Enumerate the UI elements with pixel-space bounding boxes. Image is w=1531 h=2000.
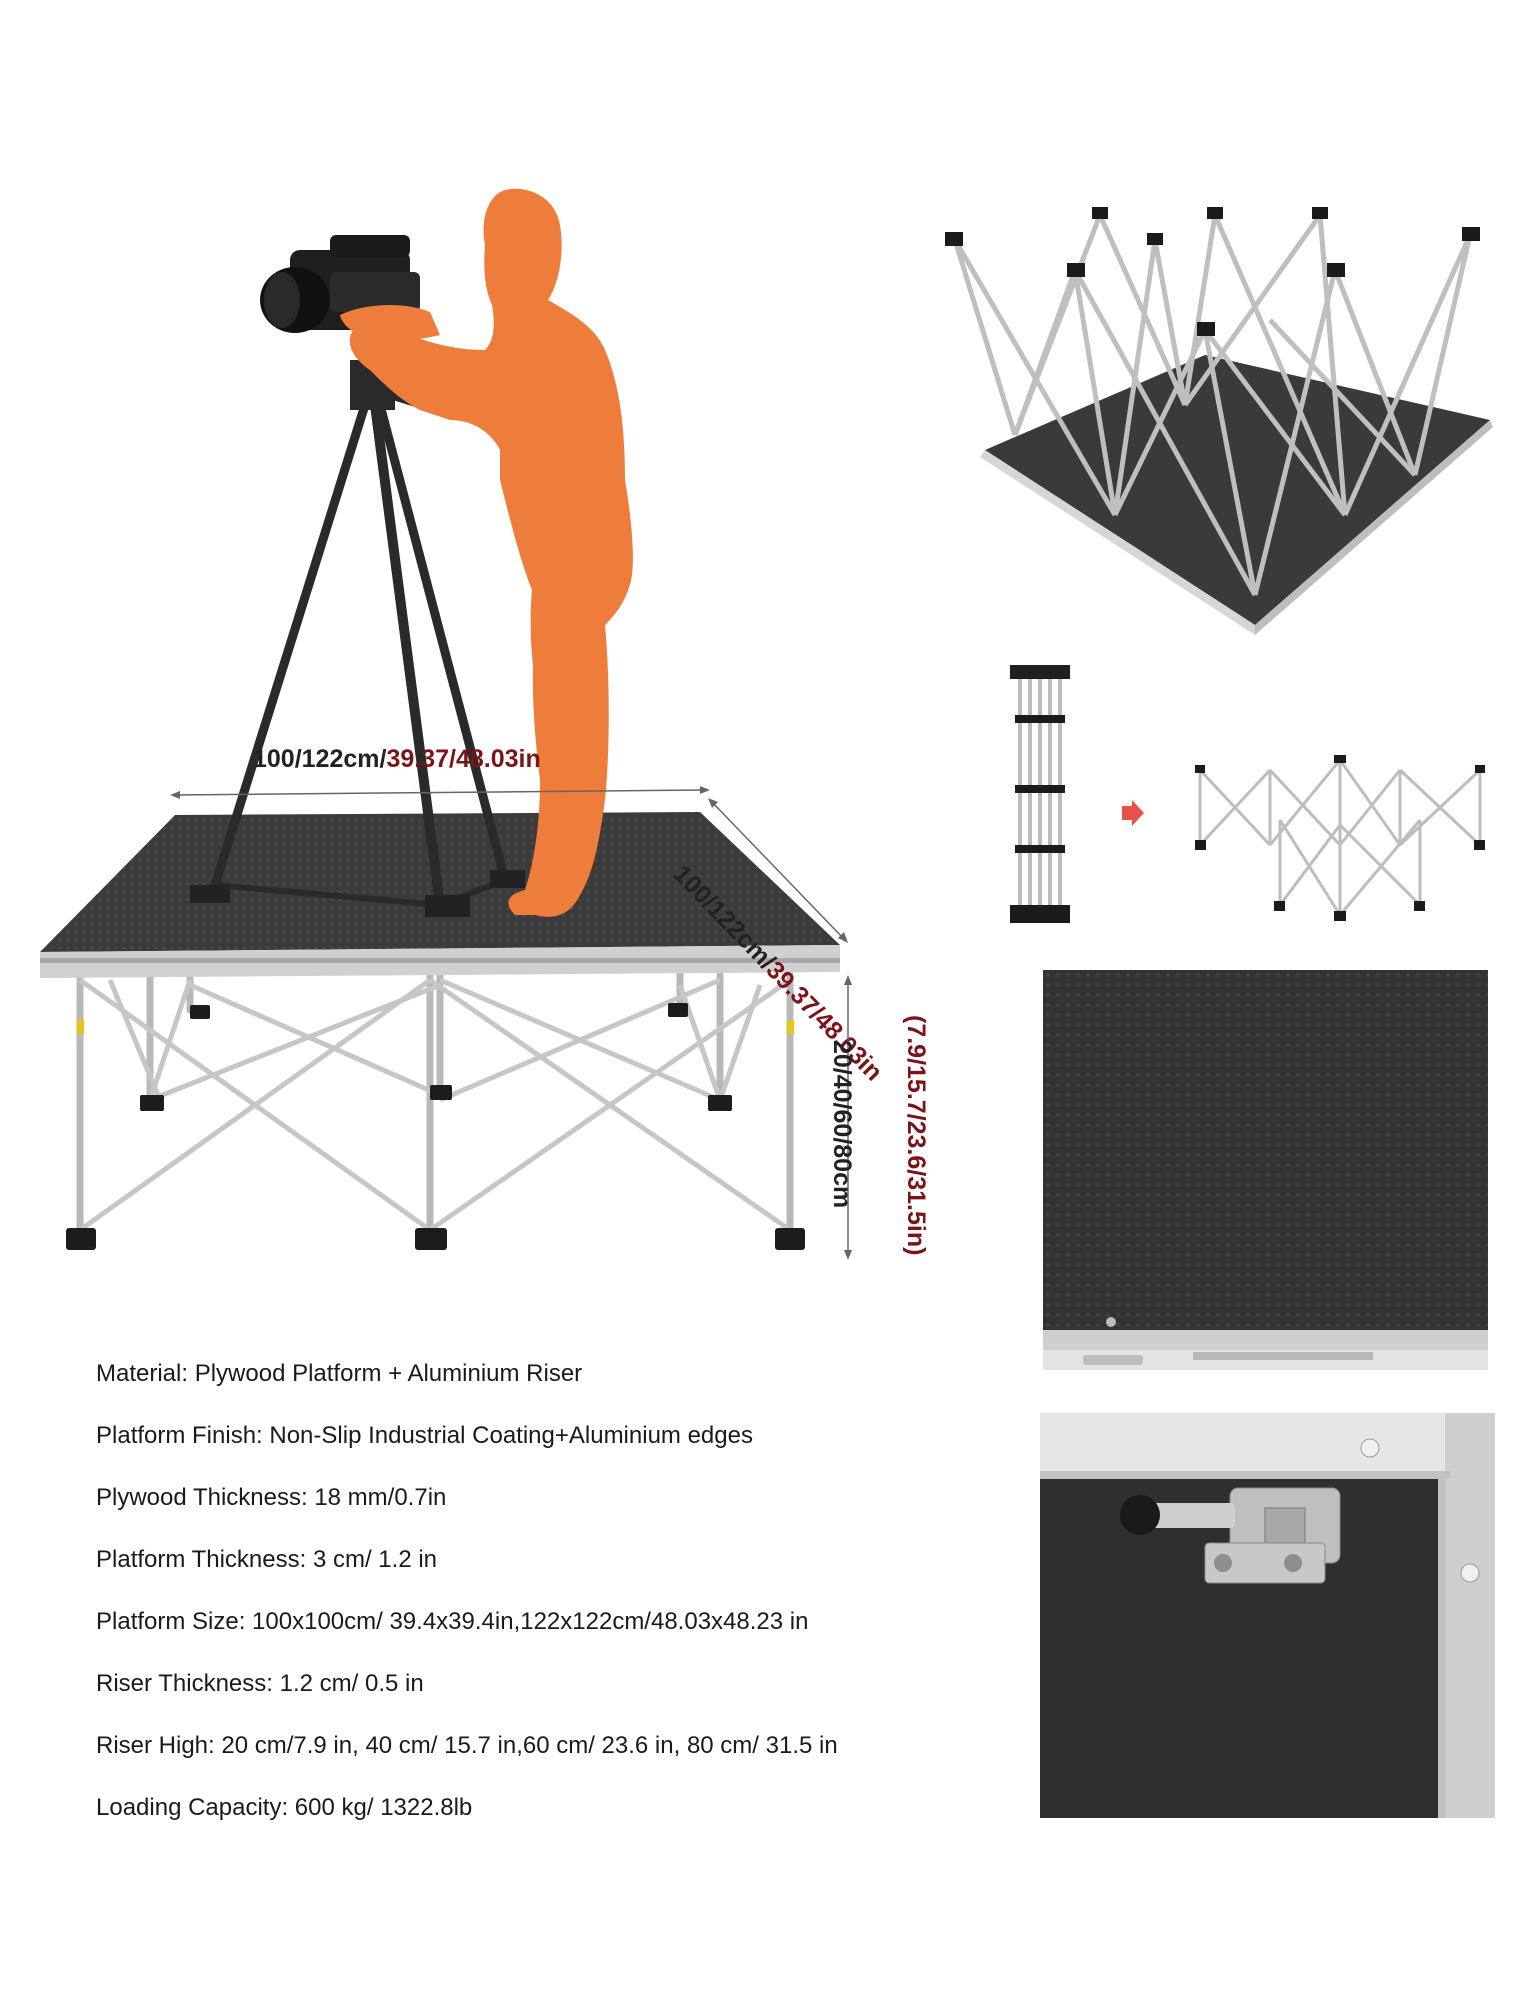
width-dimension-arrow	[170, 786, 710, 799]
spec-riser-high: Riser High: 20 cm/7.9 in, 40 cm/ 15.7 in…	[96, 1732, 838, 1759]
height-dimension-metric-label: 20/40/60/80cm	[828, 1040, 856, 1209]
width-dimension-label: 100/122cm/39.37/48.03in	[253, 745, 541, 774]
inverted-stage-photo	[935, 195, 1495, 645]
spec-platform-size: Platform Size: 100x100cm/ 39.4x39.4in,12…	[96, 1608, 809, 1635]
height-dimension-imperial-label: (7.9/15.7/23.6/31.5in)	[902, 1015, 930, 1256]
spec-riser-thickness: Riser Thickness: 1.2 cm/ 0.5 in	[96, 1670, 424, 1697]
corner-lock-image	[1040, 1413, 1495, 1818]
platform-surface-closeup	[1043, 970, 1488, 1375]
spec-platform-thickness: Platform Thickness: 3 cm/ 1.2 in	[96, 1546, 438, 1573]
folded-riser-photo	[1010, 665, 1070, 923]
expanded-riser-photo	[1195, 755, 1485, 921]
width-imperial: 39.37/48.03in	[386, 745, 541, 773]
width-metric: 100/122cm/	[253, 745, 387, 773]
surface-texture	[1043, 970, 1488, 1370]
spec-loading-capacity: Loading Capacity: 600 kg/ 1322.8lb	[96, 1794, 473, 1821]
corner-lock-closeup	[1040, 1413, 1495, 1818]
depth-dimension-arrow	[708, 798, 848, 943]
spec-plywood-thickness: Plywood Thickness: 18 mm/0.7in	[96, 1484, 447, 1511]
spec-platform-finish: Platform Finish: Non-Slip Industrial Coa…	[96, 1422, 753, 1449]
spec-material: Material: Plywood Platform + Aluminium R…	[96, 1360, 583, 1387]
arrow-right-icon	[1122, 800, 1144, 826]
height-dimension-arrow	[844, 975, 852, 1260]
main-stage-illustration	[40, 188, 840, 1250]
